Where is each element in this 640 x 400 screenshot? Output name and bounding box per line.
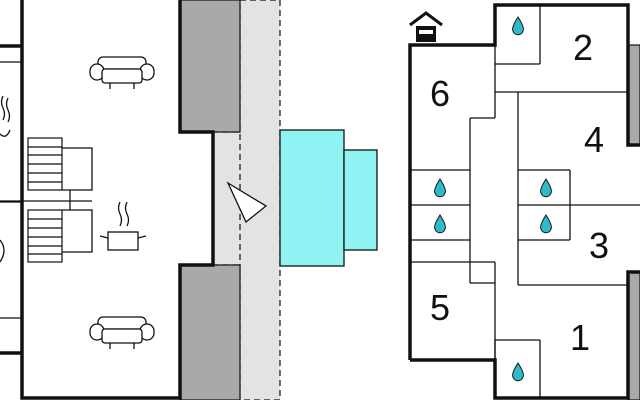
compass-arrow-icon bbox=[226, 181, 268, 224]
water-drop-icon bbox=[434, 214, 446, 234]
water-drop-icon bbox=[540, 214, 552, 234]
room-label-1: 1 bbox=[570, 317, 590, 358]
room-label-4: 4 bbox=[584, 119, 604, 160]
stairs-icon bbox=[0, 137, 93, 263]
water-drop-icon bbox=[512, 16, 524, 36]
room-label-6: 6 bbox=[430, 73, 450, 114]
water-drop-icon bbox=[540, 178, 552, 198]
sofa-icon bbox=[89, 56, 155, 89]
house-icon bbox=[409, 11, 443, 42]
water-drop-icon bbox=[512, 362, 524, 382]
gray-block-top bbox=[179, 0, 241, 133]
sofa-icon bbox=[89, 316, 155, 349]
room-label-5: 5 bbox=[430, 287, 450, 328]
gray-block-bottom bbox=[179, 264, 241, 400]
room-label-3: 3 bbox=[589, 225, 609, 266]
gray-block-right-top bbox=[627, 44, 640, 146]
stove-icon bbox=[0, 95, 11, 263]
water-drop-icon bbox=[434, 178, 446, 198]
pool bbox=[279, 129, 378, 267]
cooking-pot-icon bbox=[99, 201, 147, 251]
living-hall bbox=[22, 0, 213, 398]
room-label-2: 2 bbox=[573, 27, 593, 68]
interior-walls bbox=[410, 5, 640, 398]
gray-block-right-bottom bbox=[627, 271, 640, 400]
left-edge-rooms bbox=[0, 43, 40, 356]
